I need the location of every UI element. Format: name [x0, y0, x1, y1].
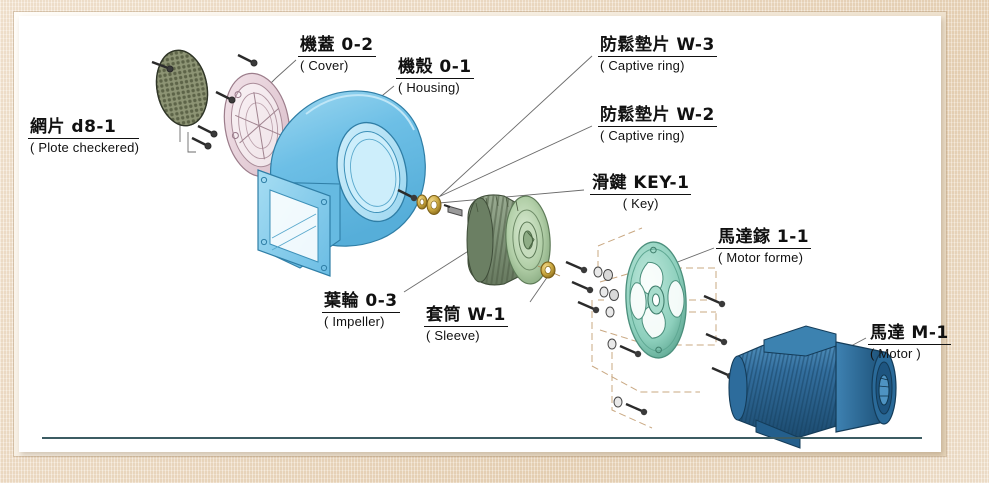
fastener-cluster-center — [397, 188, 463, 217]
label-key-en: ( Key) — [622, 196, 659, 211]
assembly-guide-lines — [591, 227, 717, 429]
part-motor-forme — [625, 241, 687, 359]
label-sleeve: 套筒 W-1 ( Sleeve) — [424, 300, 508, 343]
housing-outlet-flange — [257, 169, 331, 277]
label-motor-forme-cn: 馬達鎵 1-1 — [716, 222, 812, 249]
label-motor-forme: 馬達鎵 1-1 ( Motor forme) — [716, 222, 812, 265]
label-housing-cn: 機殼 0-1 — [396, 52, 474, 79]
label-motor-cn: 馬達 M-1 — [868, 318, 951, 345]
label-captive-ring-w3-en: ( Captive ring) — [600, 58, 685, 73]
bolt — [191, 136, 212, 150]
label-cover-en: ( Cover) — [300, 58, 349, 73]
part-captive-ring-w3 — [416, 194, 428, 210]
bolt-washer-set — [607, 338, 642, 358]
leader-impeller — [403, 249, 471, 293]
part-sleeve — [537, 261, 561, 279]
label-sleeve-en: ( Sleeve) — [426, 328, 480, 343]
label-impeller: 葉輪 0-3 ( Impeller) — [322, 286, 400, 329]
label-captive-ring-w3: 防鬆墊片 W-3 ( Captive ring) — [598, 30, 717, 73]
label-motor: 馬達 M-1 ( Motor ) — [868, 318, 951, 361]
label-motor-en: ( Motor ) — [870, 346, 921, 361]
leader-sleeve — [529, 275, 549, 303]
part-impeller — [466, 194, 551, 286]
bolt-washer-set — [565, 260, 613, 281]
label-plate-checkered-cn: 網片 d8-1 — [28, 112, 140, 139]
part-captive-ring-w2 — [426, 195, 442, 215]
label-plate-checkered: 網片 d8-1 ( Plote checkered) — [28, 112, 140, 155]
bottom-divider-rule — [42, 437, 922, 439]
label-sleeve-cn: 套筒 W-1 — [424, 300, 508, 327]
part-key — [443, 204, 463, 217]
label-cover: 機蓋 0-2 ( Cover) — [298, 30, 376, 73]
bolt-washer-set — [705, 332, 728, 346]
bolt — [197, 124, 218, 138]
label-cover-cn: 機蓋 0-2 — [298, 30, 376, 57]
label-key: 滑鍵 KEY-1 ( Key) — [590, 168, 692, 211]
part-motor — [728, 325, 897, 449]
label-captive-ring-w2-cn: 防鬆墊片 W-2 — [598, 100, 717, 127]
label-captive-ring-w3-cn: 防鬆墊片 W-3 — [598, 30, 717, 57]
label-captive-ring-w2-en: ( Captive ring) — [600, 128, 685, 143]
bolt-washer-set — [703, 294, 726, 308]
cover-mounting-bolts — [215, 53, 258, 104]
leader-plate-checkered — [187, 132, 196, 153]
label-housing-en: ( Housing) — [398, 80, 460, 95]
bolt — [215, 90, 236, 104]
leader-w3 — [439, 55, 593, 197]
bolt-washer-set — [571, 280, 619, 301]
part-housing — [257, 90, 426, 277]
part-plate-checkered — [155, 49, 209, 127]
bolt-washer-set — [613, 396, 648, 416]
label-key-cn: 滑鍵 KEY-1 — [590, 168, 692, 195]
bolt — [237, 53, 258, 67]
label-motor-forme-en: ( Motor forme) — [718, 250, 804, 265]
fastener-scatter — [565, 260, 734, 416]
bolt — [151, 60, 174, 73]
label-captive-ring-w2: 防鬆墊片 W-2 ( Captive ring) — [598, 100, 717, 143]
label-plate-checkered-en: ( Plote checkered) — [30, 140, 140, 155]
leader-w2 — [431, 125, 593, 201]
label-impeller-cn: 葉輪 0-3 — [322, 286, 400, 313]
bolt — [397, 188, 418, 202]
label-impeller-en: ( Impeller) — [324, 314, 385, 329]
plate-mounting-bolts — [151, 60, 218, 150]
label-housing: 機殼 0-1 ( Housing) — [396, 52, 474, 95]
bolt-washer-set — [577, 300, 615, 318]
